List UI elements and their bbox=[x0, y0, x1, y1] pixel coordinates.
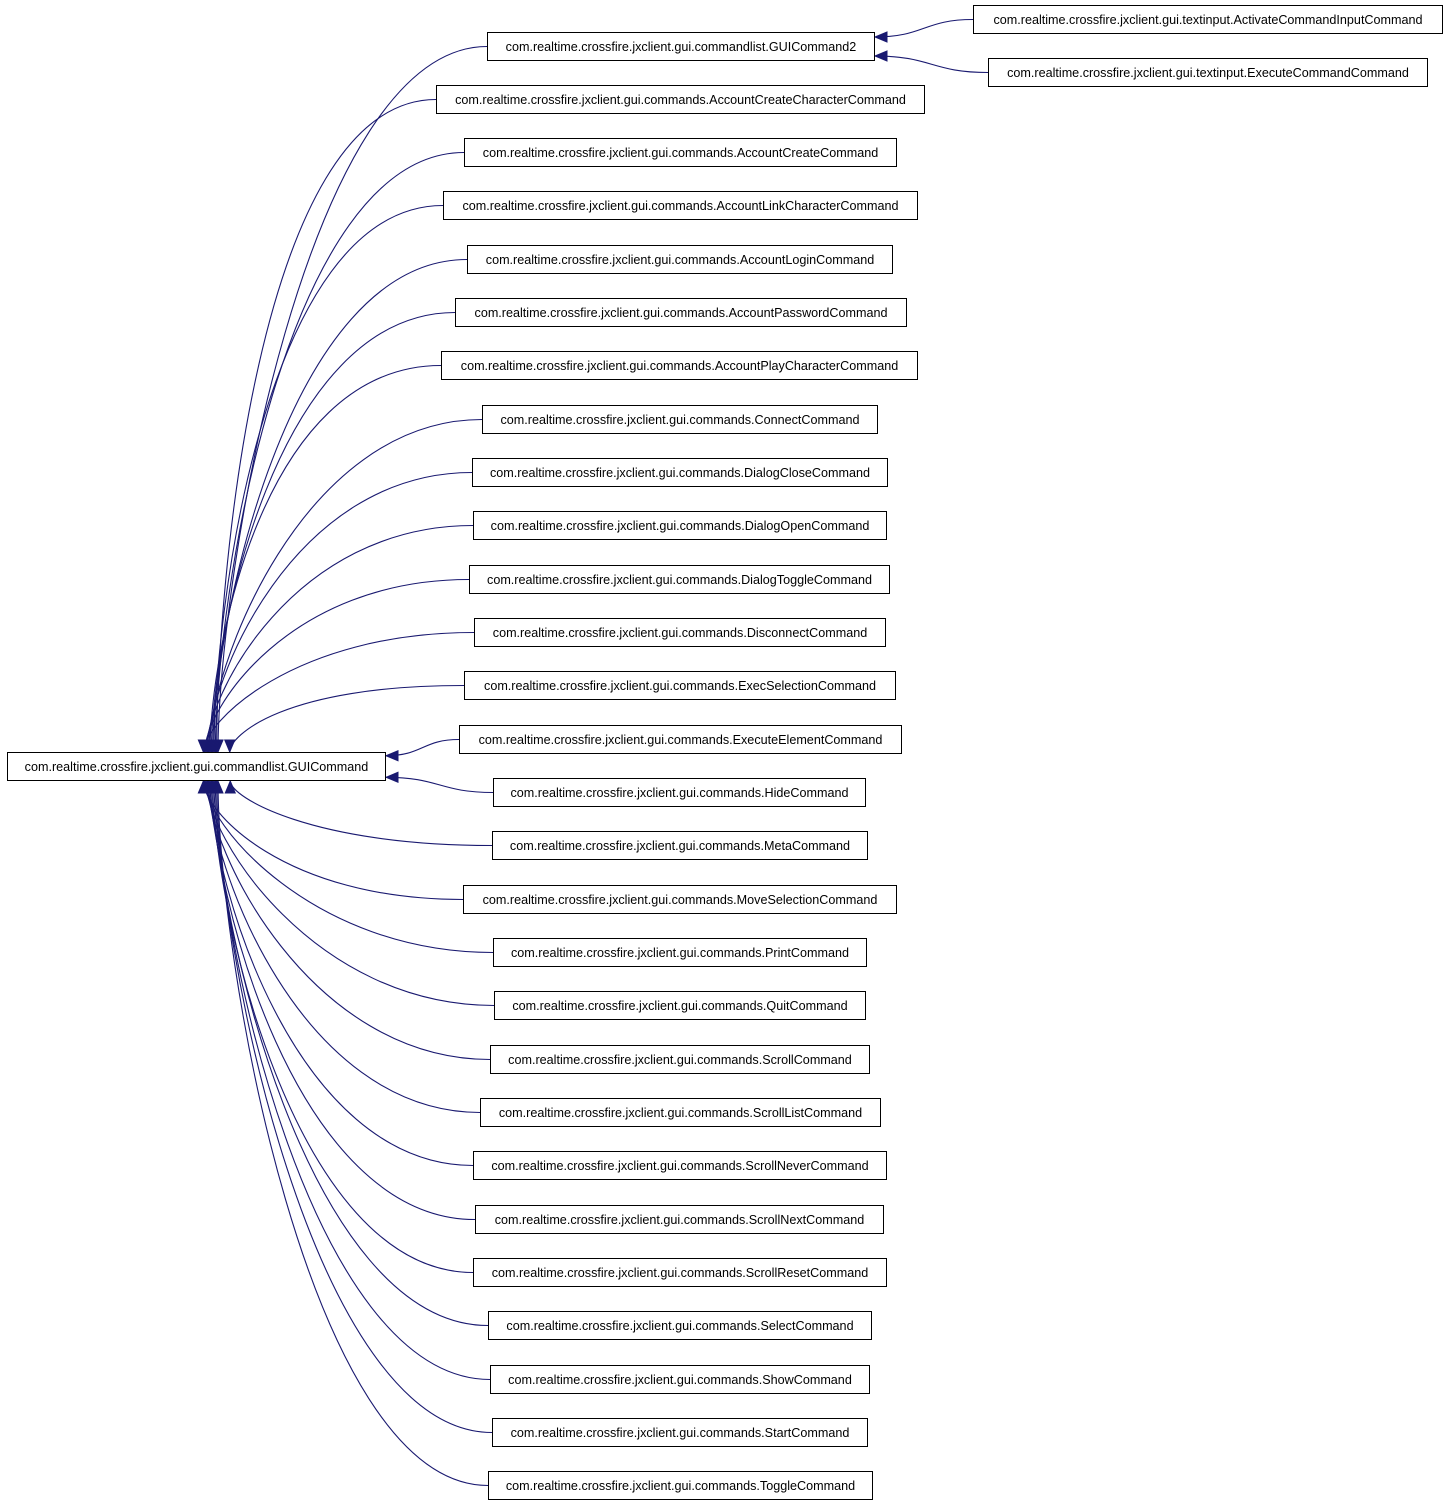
class-node-c8[interactable]: com.realtime.crossfire.jxclient.gui.comm… bbox=[472, 458, 888, 487]
class-node-c6[interactable]: com.realtime.crossfire.jxclient.gui.comm… bbox=[441, 351, 918, 380]
class-node-c27[interactable]: com.realtime.crossfire.jxclient.gui.comm… bbox=[488, 1471, 873, 1500]
class-node-c7[interactable]: com.realtime.crossfire.jxclient.gui.comm… bbox=[482, 405, 878, 434]
arrowhead-c12 bbox=[224, 739, 236, 754]
arrowhead-executecmd bbox=[873, 50, 888, 62]
class-node-c15[interactable]: com.realtime.crossfire.jxclient.gui.comm… bbox=[492, 831, 868, 860]
edge-c16-to-guicommand bbox=[202, 780, 464, 901]
class-node-c13[interactable]: com.realtime.crossfire.jxclient.gui.comm… bbox=[459, 725, 902, 754]
class-node-c24[interactable]: com.realtime.crossfire.jxclient.gui.comm… bbox=[488, 1311, 872, 1340]
class-node-c26[interactable]: com.realtime.crossfire.jxclient.gui.comm… bbox=[492, 1418, 868, 1447]
edge-c10-to-guicommand bbox=[204, 578, 470, 753]
edge-c14-to-guicommand bbox=[385, 776, 494, 794]
edge-c27-to-guicommand bbox=[217, 780, 489, 1487]
arrowhead-c15 bbox=[224, 779, 236, 794]
arrowhead-c11 bbox=[197, 739, 210, 754]
arrowhead-c14 bbox=[384, 771, 399, 784]
class-node-c4[interactable]: com.realtime.crossfire.jxclient.gui.comm… bbox=[467, 245, 893, 274]
edge-executecmd-to-guicommand2 bbox=[874, 55, 989, 74]
class-node-c2[interactable]: com.realtime.crossfire.jxclient.gui.comm… bbox=[464, 138, 897, 167]
class-node-c10[interactable]: com.realtime.crossfire.jxclient.gui.comm… bbox=[469, 565, 890, 594]
edge-c15-to-guicommand bbox=[229, 780, 493, 847]
edge-c25-to-guicommand bbox=[214, 780, 491, 1381]
class-node-c11[interactable]: com.realtime.crossfire.jxclient.gui.comm… bbox=[474, 618, 886, 647]
class-node-c12[interactable]: com.realtime.crossfire.jxclient.gui.comm… bbox=[464, 671, 896, 700]
edge-c5-to-guicommand bbox=[210, 311, 456, 753]
edge-c2-to-guicommand bbox=[214, 151, 465, 753]
class-node-c20[interactable]: com.realtime.crossfire.jxclient.gui.comm… bbox=[480, 1098, 881, 1127]
class-node-c9[interactable]: com.realtime.crossfire.jxclient.gui.comm… bbox=[473, 511, 887, 540]
edge-c8-to-guicommand bbox=[206, 471, 473, 753]
class-node-c18[interactable]: com.realtime.crossfire.jxclient.gui.comm… bbox=[494, 991, 866, 1020]
edge-c12-to-guicommand bbox=[229, 684, 465, 753]
edge-c9-to-guicommand bbox=[205, 524, 474, 753]
arrowhead-c13 bbox=[384, 749, 399, 762]
class-node-c23[interactable]: com.realtime.crossfire.jxclient.gui.comm… bbox=[473, 1258, 887, 1287]
edge-c26-to-guicommand bbox=[216, 780, 493, 1434]
class-node-guicommand[interactable]: com.realtime.crossfire.jxclient.gui.comm… bbox=[7, 752, 386, 781]
class-node-guicommand2[interactable]: com.realtime.crossfire.jxclient.gui.comm… bbox=[487, 32, 875, 61]
edge-c4-to-guicommand bbox=[212, 258, 468, 753]
class-node-c5[interactable]: com.realtime.crossfire.jxclient.gui.comm… bbox=[455, 298, 907, 327]
arrowhead-activate bbox=[873, 31, 888, 43]
class-node-c17[interactable]: com.realtime.crossfire.jxclient.gui.comm… bbox=[493, 938, 867, 967]
edge-activate-to-guicommand2 bbox=[874, 18, 974, 38]
edge-c18-to-guicommand bbox=[205, 780, 495, 1007]
class-node-c21[interactable]: com.realtime.crossfire.jxclient.gui.comm… bbox=[473, 1151, 887, 1180]
edge-c6-to-guicommand bbox=[209, 364, 442, 753]
class-node-c16[interactable]: com.realtime.crossfire.jxclient.gui.comm… bbox=[463, 885, 897, 914]
edge-c20-to-guicommand bbox=[208, 780, 481, 1114]
edge-c1-to-guicommand bbox=[216, 98, 437, 753]
class-node-c14[interactable]: com.realtime.crossfire.jxclient.gui.comm… bbox=[493, 778, 866, 807]
edge-guicommand2-to-guicommand bbox=[217, 45, 488, 753]
class-node-c19[interactable]: com.realtime.crossfire.jxclient.gui.comm… bbox=[490, 1045, 870, 1074]
class-node-c1[interactable]: com.realtime.crossfire.jxclient.gui.comm… bbox=[436, 85, 925, 114]
class-node-executecmd[interactable]: com.realtime.crossfire.jxclient.gui.text… bbox=[988, 58, 1428, 87]
edge-c17-to-guicommand bbox=[204, 780, 494, 954]
edge-c11-to-guicommand bbox=[202, 631, 475, 753]
arrowhead-c27 bbox=[212, 779, 224, 794]
class-node-c22[interactable]: com.realtime.crossfire.jxclient.gui.comm… bbox=[475, 1205, 884, 1234]
edge-c23-to-guicommand bbox=[212, 780, 474, 1274]
class-node-c3[interactable]: com.realtime.crossfire.jxclient.gui.comm… bbox=[443, 191, 918, 220]
class-node-c25[interactable]: com.realtime.crossfire.jxclient.gui.comm… bbox=[490, 1365, 870, 1394]
class-node-activate[interactable]: com.realtime.crossfire.jxclient.gui.text… bbox=[973, 5, 1443, 34]
